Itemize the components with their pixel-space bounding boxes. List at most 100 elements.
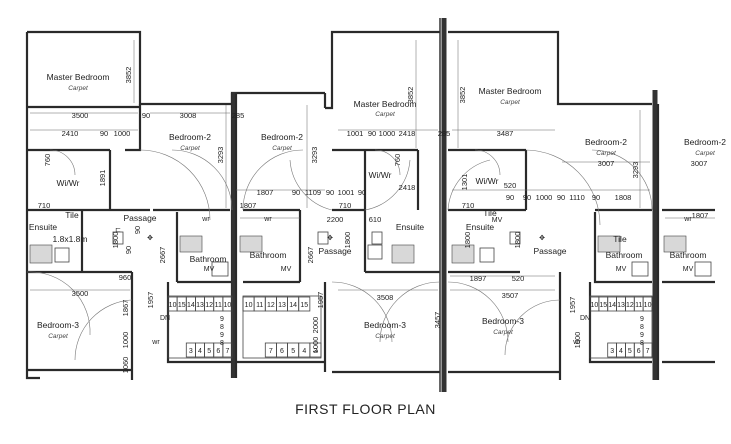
shower-tray-icon	[451, 244, 475, 264]
vent-label: MV	[281, 266, 292, 273]
dimension-label: 1957	[316, 292, 325, 309]
room-label: Master Bedroom	[354, 99, 417, 109]
stair-tread	[222, 342, 233, 358]
room-label: Master Bedroom	[47, 72, 110, 82]
stair-number: 4	[302, 348, 306, 355]
wardrobe-label: wr	[201, 216, 210, 223]
stair-number: 15	[178, 302, 186, 309]
stair-number: 7	[269, 348, 273, 355]
arrow-icon: ✥	[327, 234, 333, 242]
room-label: Bathroom	[606, 250, 643, 260]
room-label: Bedroom-2	[169, 132, 211, 142]
stair-tread	[222, 296, 233, 312]
dimension-label: 90	[142, 111, 150, 120]
linen-cupboard-icon	[112, 231, 124, 245]
toilet-icon	[479, 247, 495, 263]
dimension-label: 90	[133, 226, 142, 234]
dimension-label: 2410	[62, 129, 79, 138]
stair-number: 6	[216, 348, 220, 355]
stair-number: 5	[291, 348, 295, 355]
dimension-label: 1800	[343, 232, 352, 249]
dimension-label: 610	[369, 215, 382, 224]
stair-number: 8	[640, 324, 644, 331]
stair-number: 7	[646, 348, 650, 355]
stair-number: 14	[289, 302, 297, 309]
stair-number: 14	[608, 302, 616, 309]
dimension-label: 1001	[338, 188, 355, 197]
room-label: Wi/Wr	[57, 178, 80, 188]
dimension-label: 285	[438, 129, 451, 138]
room-label: Bathroom	[250, 250, 287, 260]
stair-down-label: DN	[580, 315, 590, 322]
room-label: Tile	[65, 210, 79, 220]
room-label: Ensuite	[466, 222, 495, 232]
stair-down-label: DN	[160, 315, 170, 322]
basin-icon	[631, 261, 649, 277]
stair-number: 6	[637, 348, 641, 355]
floor-finish-label: Carpet	[272, 145, 293, 152]
shower-tray-icon	[29, 244, 53, 264]
dimension-label: 1957	[146, 292, 155, 309]
toilet-icon	[367, 244, 383, 260]
dimension-label: 1109	[305, 188, 321, 197]
stair-tread	[309, 342, 322, 358]
room-label: Bedroom-2	[261, 132, 303, 142]
stair-number: 15	[300, 302, 308, 309]
stair-number: 13	[617, 302, 625, 309]
room-labels: Master Bedroom Carpet Master Bedroom Car…	[29, 72, 726, 346]
dimension-label: 520	[504, 181, 517, 190]
dimension-label: 1800	[463, 232, 472, 249]
room-label: Ensuite	[29, 222, 58, 232]
dimension-label: 2200	[327, 215, 344, 224]
dimension-label: 3852	[458, 87, 467, 104]
room-label: Tile	[613, 234, 627, 244]
stair-number: 8	[220, 324, 224, 331]
floor-finish-label: Carpet	[48, 333, 69, 340]
hatch-icon: ⊏	[115, 227, 121, 234]
room-size-label: 1.8x1.8m	[53, 234, 88, 244]
floor-finish-label: Carpet	[375, 111, 396, 118]
dimension-label: 3457	[433, 312, 442, 329]
dimension-label: 90	[124, 246, 133, 254]
dimension-label: 3507	[502, 291, 519, 300]
stair-number: 10	[224, 302, 232, 309]
dimension-label: 1800	[513, 232, 522, 249]
stair-number: 14	[187, 302, 195, 309]
dimension-label: 710	[462, 201, 475, 210]
room-label: Bedroom-3	[364, 320, 406, 330]
dimension-label: 90	[100, 129, 108, 138]
linen-cupboard-icon	[317, 231, 329, 245]
stair-number: 13	[278, 302, 286, 309]
dimension-label: 3508	[377, 293, 394, 302]
stair-number: 10	[169, 302, 177, 309]
dimension-label: 3852	[406, 87, 415, 104]
dimension-label: 90	[368, 129, 376, 138]
room-label: Bedroom-2	[684, 137, 726, 147]
dimension-label: 2418	[399, 129, 416, 138]
floor-finish-label: Carpet	[596, 150, 617, 157]
stair-tread	[642, 342, 653, 358]
stair-tread	[642, 296, 653, 312]
stair-number: 9	[640, 332, 644, 339]
stair-number: 15	[599, 302, 607, 309]
stair-number: 4	[198, 348, 202, 355]
toilet-icon	[54, 247, 70, 263]
stair-number: 11	[215, 302, 222, 309]
dimension-label: 1000	[114, 129, 131, 138]
shower-tray-icon	[391, 244, 415, 264]
door-swings	[26, 149, 653, 361]
dimension-label: 3293	[310, 147, 319, 164]
dimension-label: 1807	[240, 201, 257, 210]
stair-number: 3	[189, 348, 193, 355]
dimension-label: 1867	[121, 300, 130, 317]
floor-finish-label: Carpet	[500, 99, 521, 106]
stair-number: 3	[610, 348, 614, 355]
dimension-label: 3500	[72, 289, 89, 298]
room-label: Wi/Wr	[476, 176, 499, 186]
room-label: Ensuite	[396, 222, 425, 232]
